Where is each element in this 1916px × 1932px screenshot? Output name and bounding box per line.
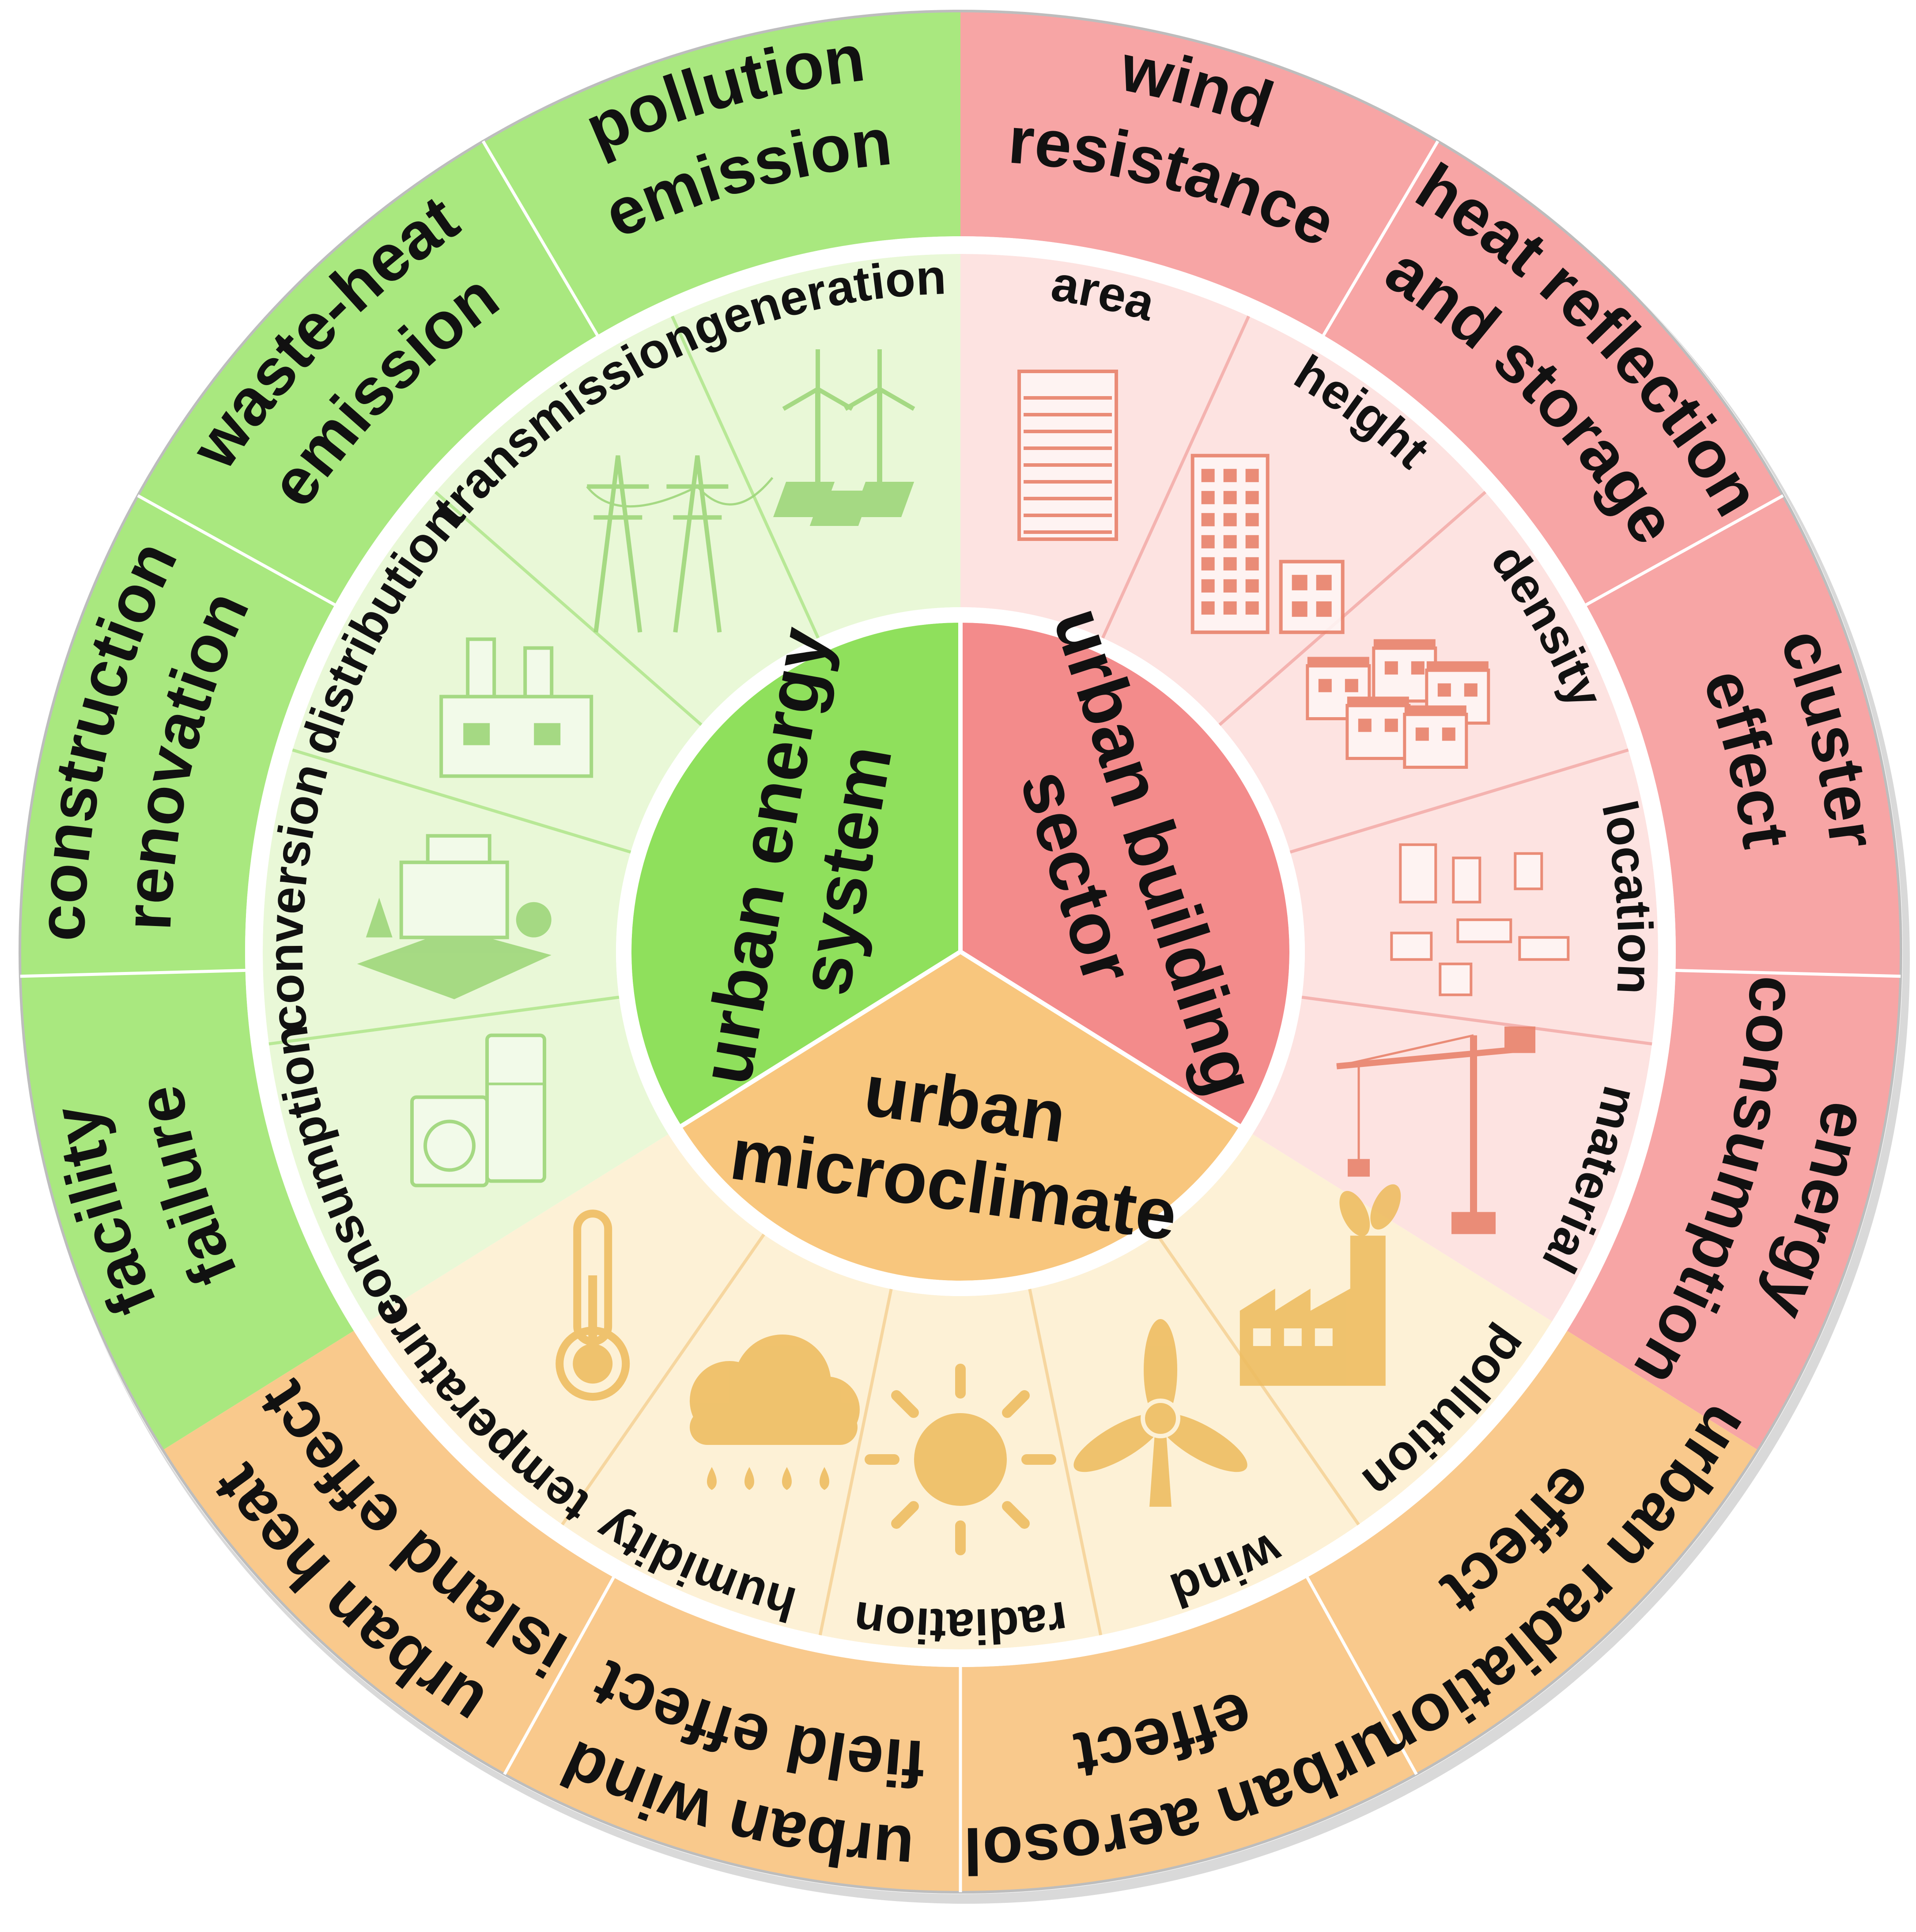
building-middle-divider [1301, 995, 1652, 1046]
energy-outer-ring [19, 11, 960, 1450]
energy-outer-divider [20, 968, 246, 978]
energy-middle-divider [434, 491, 703, 726]
building-core [960, 623, 1290, 1126]
construction-crane-icon [1336, 1026, 1536, 1234]
sun-icon [865, 1364, 1056, 1555]
energy-middle-ring [262, 254, 960, 1322]
core-separator-ring [616, 607, 1305, 1296]
energy-outer-divider [137, 494, 336, 606]
microclimate-middle-divider [1028, 1289, 1103, 1636]
appliance-icon [410, 1033, 546, 1187]
segment-icons [357, 349, 1570, 1555]
microclimate-outer-divider [1306, 1577, 1418, 1775]
microclimate-middle-divider [818, 1289, 893, 1636]
energy-middle-divider [671, 315, 820, 639]
energy-core-divider [680, 949, 962, 1128]
building-middle-divider [1289, 748, 1629, 854]
microclimate-outer-ring [163, 1331, 1758, 1893]
wind-turbine-solar-icon [773, 349, 915, 526]
energy-outer-divider [481, 140, 599, 336]
microclimate-core-divider [959, 949, 1241, 1128]
building-middle-divider [1101, 315, 1250, 639]
middle-label-radiation-text: radiation [850, 1591, 1071, 1654]
building-outer-divider [1585, 494, 1784, 606]
energy-middle-divider [268, 995, 620, 1046]
building-outer-divider [1675, 968, 1901, 978]
divider-lines [19, 10, 1902, 1894]
middle-label-radiation: radiation [850, 1591, 1071, 1654]
building-conversion-icon [357, 834, 552, 999]
outer-separator-ring [245, 236, 1676, 1667]
building-outer-ring [960, 11, 1901, 1450]
energy-middle-divider [292, 748, 631, 854]
apartment-buildings-icon [1190, 454, 1345, 634]
rain-cloud-icon [689, 1335, 860, 1490]
wind-turbine-icon [1073, 1319, 1247, 1507]
city-map-icon [1390, 843, 1570, 996]
power-plant-icon [439, 637, 593, 778]
microclimate-outer-divider [503, 1577, 615, 1775]
building-outer-divider [1322, 140, 1440, 336]
power-tower-icon [586, 455, 774, 633]
microclimate-core [681, 952, 1240, 1281]
factory-icon [1240, 1184, 1401, 1386]
building-middle-divider [1218, 491, 1487, 726]
microclimate-middle-divider [561, 1233, 765, 1526]
energy-core [631, 623, 960, 1126]
building-cluster-icon [1306, 639, 1490, 769]
thermometer-icon [556, 1210, 630, 1401]
office-tower-icon [1017, 369, 1119, 541]
